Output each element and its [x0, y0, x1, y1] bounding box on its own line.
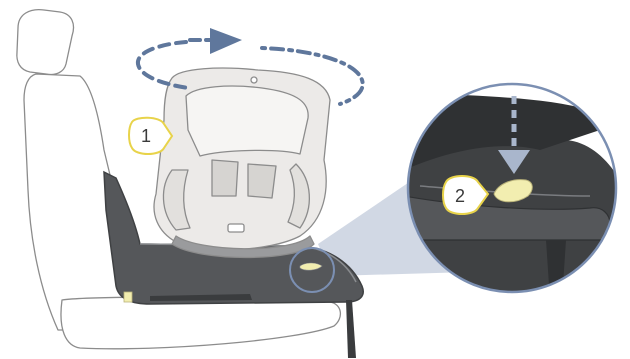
zoom-source-circle — [289, 247, 335, 293]
zoom-support-leg — [546, 240, 566, 292]
rotation-arrow-front — [260, 46, 365, 106]
release-button-small — [299, 262, 323, 271]
rotation-arrow-head — [210, 28, 242, 54]
callout-1: 1 — [128, 116, 174, 155]
zoom-detail — [406, 82, 618, 294]
vehicle-cushion — [60, 296, 341, 350]
top-tether-ring — [250, 76, 258, 84]
press-arrow-head — [498, 150, 530, 174]
isofix-connector — [123, 291, 133, 303]
callout-2-badge — [442, 175, 490, 215]
child-seat — [153, 67, 331, 259]
harness-buckle — [227, 223, 245, 233]
seat-headrest-inner — [185, 85, 309, 157]
harness-right — [247, 163, 277, 199]
zoom-circle-border — [406, 82, 618, 294]
callout-1-badge — [128, 116, 174, 155]
vehicle-headrest — [16, 8, 75, 76]
rotation-arrow-icon — [136, 28, 365, 106]
support-leg — [346, 300, 356, 358]
zoom-shell — [408, 92, 600, 170]
callout-2: 2 — [442, 175, 490, 215]
callout-1-number: 1 — [141, 126, 151, 146]
callout-2-number: 2 — [455, 186, 465, 206]
press-arrow-icon — [498, 96, 530, 174]
seat-side-wing-right — [287, 163, 311, 229]
release-button — [493, 179, 533, 203]
base-slot — [150, 294, 252, 301]
rotation-ring — [171, 235, 315, 259]
seat-side-wing-left — [162, 169, 191, 231]
rotation-arrow-back — [136, 40, 190, 90]
harness-left — [211, 159, 239, 197]
isofix-base — [103, 170, 364, 358]
